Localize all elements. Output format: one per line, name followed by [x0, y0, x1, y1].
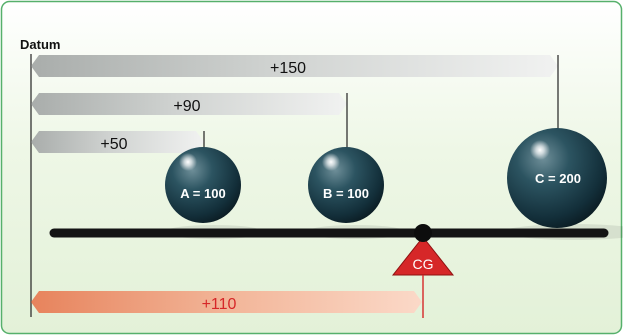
- weight-a: A = 100: [165, 147, 241, 223]
- arm-label-a: +50: [100, 136, 127, 153]
- arm-bar-a: [31, 131, 204, 153]
- arm-bar-b: [31, 93, 347, 115]
- weight-b: B = 100: [308, 147, 384, 223]
- cg-arm-bar: [31, 291, 422, 313]
- weight-a-label: A = 100: [180, 186, 225, 201]
- datum-label: Datum: [20, 37, 60, 52]
- weight-b-highlight: [322, 153, 340, 171]
- arm-bar-c: [31, 55, 558, 77]
- cg-label: CG: [413, 256, 434, 272]
- cg-pivot: [414, 224, 432, 242]
- arm-label-b: +90: [173, 98, 200, 115]
- weight-b-sphere: [308, 147, 384, 223]
- weight-b-label: B = 100: [323, 186, 369, 201]
- cg-fulcrum: CG: [391, 224, 455, 318]
- cg-arm-label: +110: [202, 296, 237, 313]
- weight-c: C = 200: [507, 128, 607, 228]
- weight-c-highlight: [530, 140, 550, 160]
- weight-c-label: C = 200: [535, 171, 581, 186]
- weight-a-highlight: [179, 153, 197, 171]
- weight-a-sphere: [165, 147, 241, 223]
- arm-label-c: +150: [270, 60, 306, 77]
